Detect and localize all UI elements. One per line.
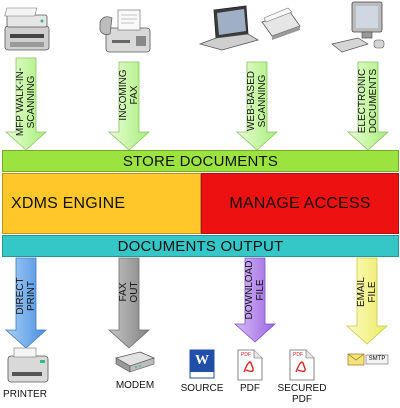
desktop-computer-icon <box>331 1 385 53</box>
store-documents-band: STORE DOCUMENTS <box>2 150 399 172</box>
manage-access-box: MANAGE ACCESS <box>201 173 399 234</box>
secured-pdf-icon <box>289 349 315 381</box>
modem-icon <box>115 351 155 373</box>
xdms-engine-label: XDMS ENGINE <box>11 194 126 212</box>
input-arrow-mfp <box>4 57 48 151</box>
store-documents-label: STORE DOCUMENTS <box>122 152 279 170</box>
input-label-mfp: MFP WALK-IN-SCANNING <box>15 67 37 137</box>
secured-pdf-caption: SECURED PDF <box>277 383 327 405</box>
smtp-tag: SMTP <box>368 356 386 362</box>
pdf-document-icon <box>237 349 263 381</box>
email-smtp-icon <box>347 353 389 366</box>
manage-access-label: MANAGE ACCESS <box>229 194 371 212</box>
input-arrow-fax <box>107 61 151 151</box>
pdf-tag-2: PDF <box>293 352 303 358</box>
laptop-scanner-icon <box>198 5 301 51</box>
output-arrow-email <box>345 257 389 345</box>
source-caption: SOURCE <box>180 383 224 394</box>
printer-caption: PRINTER <box>3 389 47 400</box>
output-arrow-print <box>4 257 48 349</box>
xdms-engine-box: XDMS ENGINE <box>2 173 201 234</box>
modem-caption: MODEM <box>115 380 155 391</box>
pdf-caption: PDF <box>240 383 260 394</box>
word-document-icon <box>189 349 215 379</box>
output-arrow-download <box>233 257 277 343</box>
input-arrow-electronic <box>346 61 390 151</box>
word-letter: W <box>195 353 209 368</box>
output-arrow-fax <box>107 257 151 349</box>
documents-output-label: DOCUMENTS OUTPUT <box>117 237 284 255</box>
pdf-tag-1: PDF <box>241 352 251 358</box>
documents-output-band: DOCUMENTS OUTPUT <box>2 235 399 257</box>
mfp-printer-icon <box>4 7 50 51</box>
fax-machine-icon <box>99 9 151 53</box>
input-arrow-web <box>235 61 279 151</box>
printer-device-icon <box>7 347 49 383</box>
